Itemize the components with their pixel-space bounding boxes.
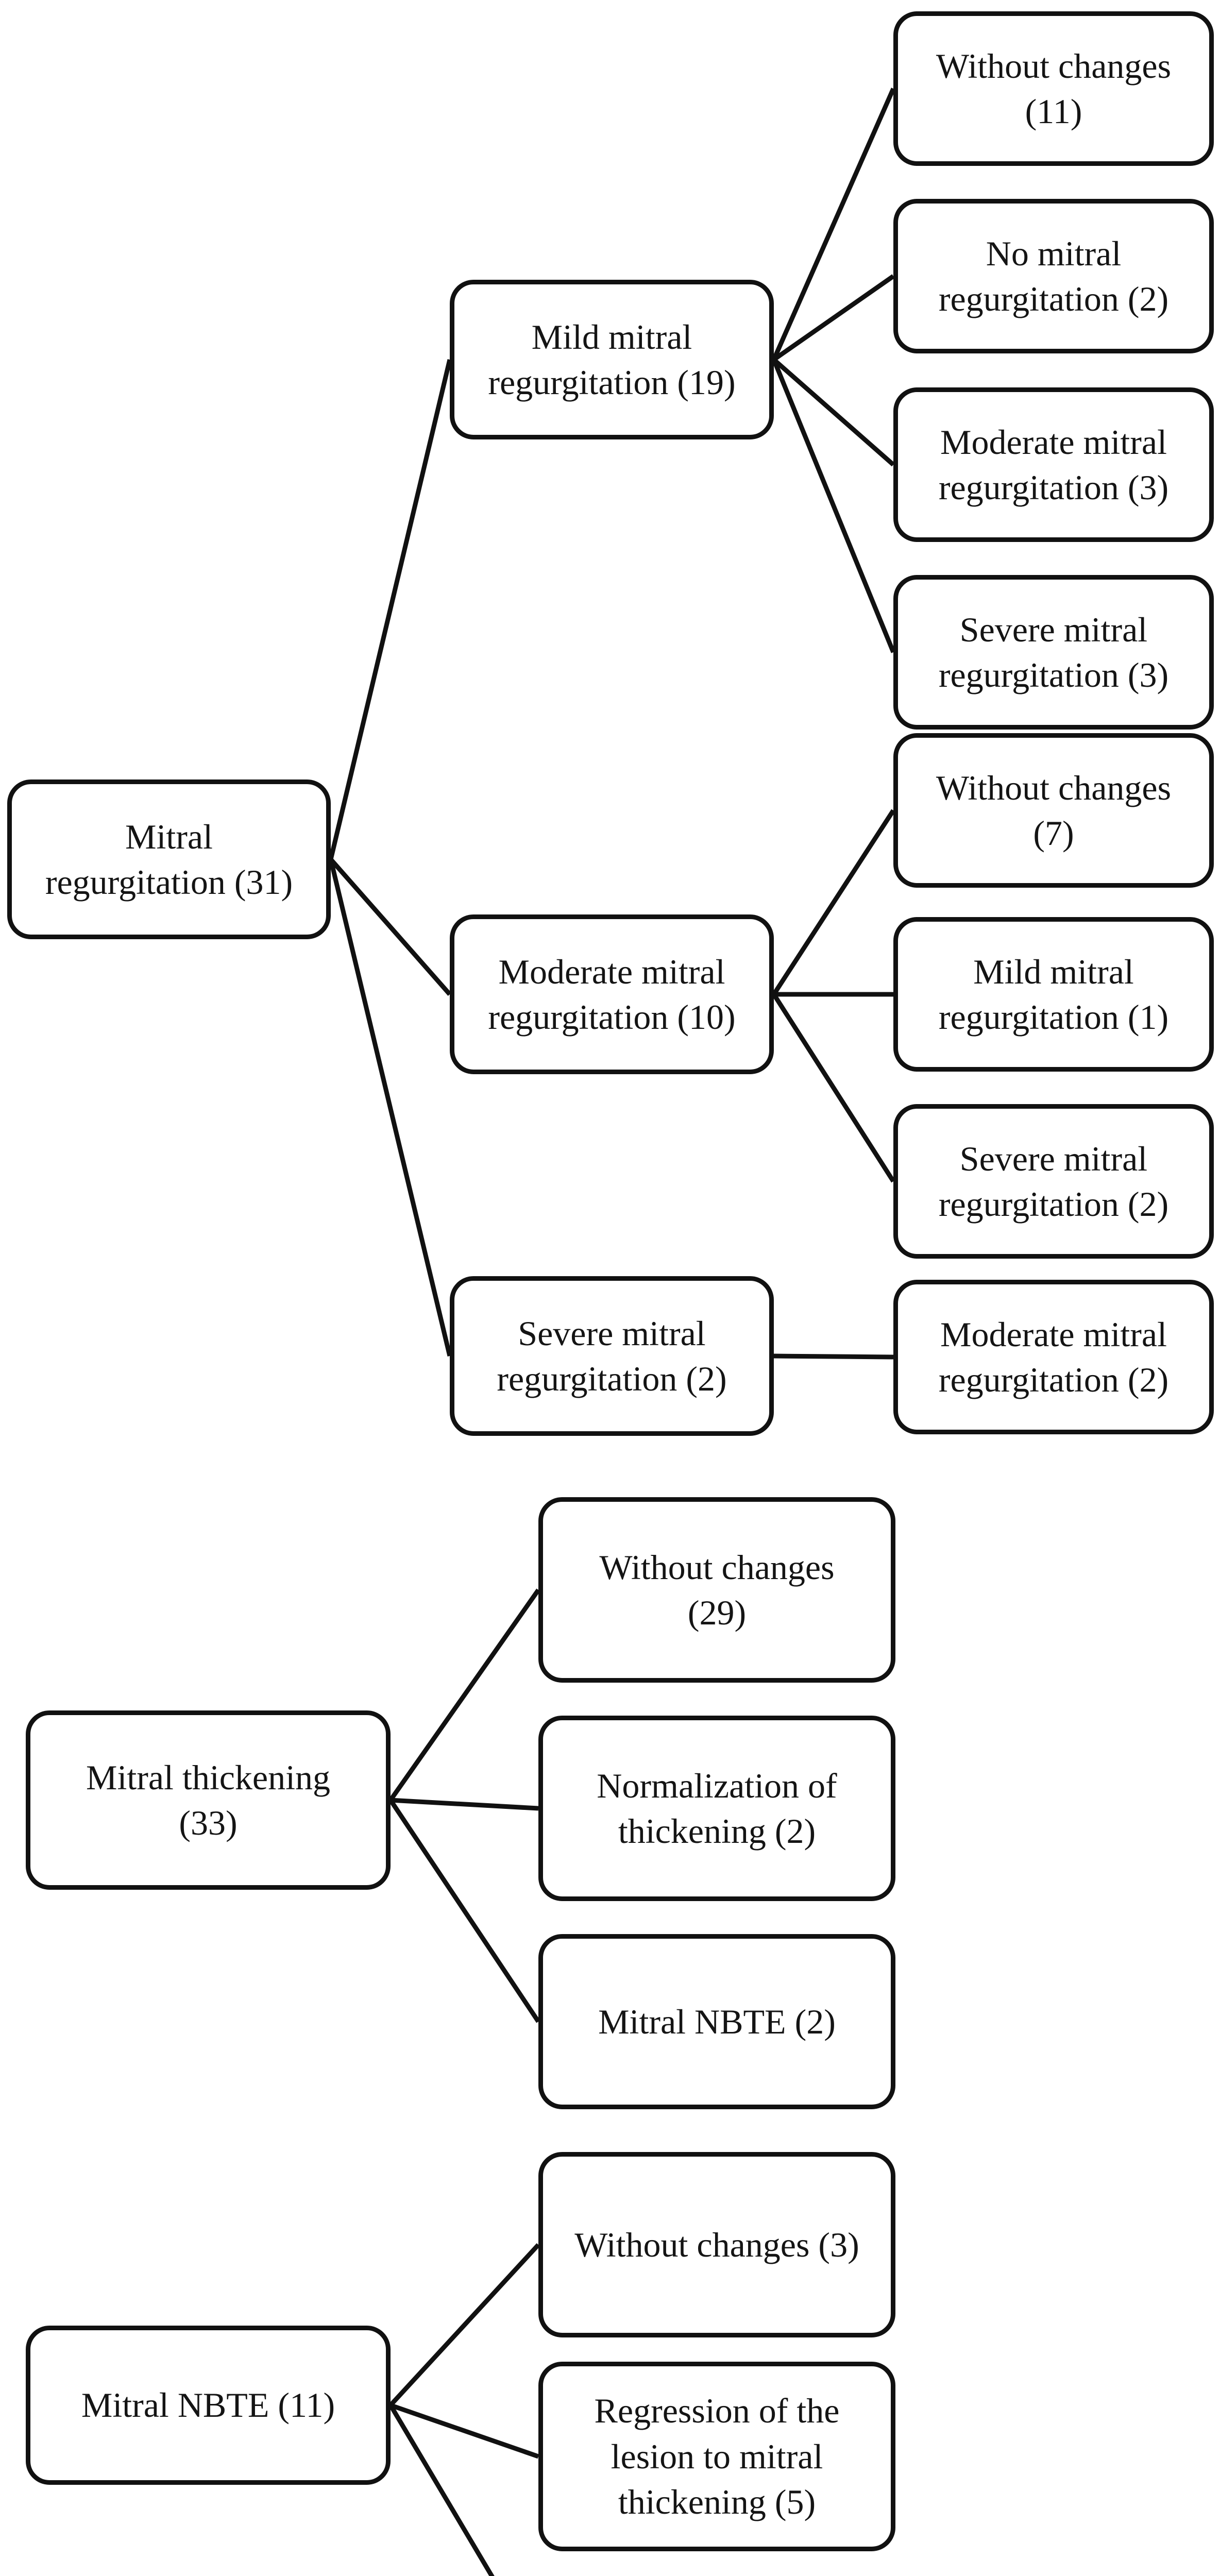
connector-line-mod10-to-r5 xyxy=(772,809,895,996)
node-label: Mitral thickening (33) xyxy=(86,1755,330,1846)
node-label: Moderate mitral regurgitation (2) xyxy=(939,1312,1168,1403)
node-label-line: regurgitation (2) xyxy=(497,1359,727,1398)
node-severe-mitral-regurgitation-2: Severe mitral regurgitation (2) xyxy=(450,1276,774,1436)
connector-line-mild19-to-r3 xyxy=(772,358,895,467)
connector-line-mild19-to-r4 xyxy=(771,359,896,653)
node-regression-of-the-lesion-to-mitral-thickening-5: Regression of the lesion to mitral thicken… xyxy=(538,2362,895,2551)
node-mitral-thickening-33: Mitral thickening (33) xyxy=(26,1710,391,1890)
node-without-changes-7: Without changes (7) xyxy=(893,733,1214,888)
node-label: Severe mitral regurgitation (2) xyxy=(497,1311,726,1402)
node-moderate-mitral-regurgitation-10: Moderate mitral regurgitation (10) xyxy=(450,914,774,1074)
node-label: Severe mitral regurgitation (2) xyxy=(939,1136,1168,1227)
connector-line-nbte11-to-e5 xyxy=(389,2403,539,2459)
node-moderate-mitral-regurgitation-2: Moderate mitral regurgitation (2) xyxy=(893,1280,1214,1434)
node-label: Without changes (11) xyxy=(936,43,1171,134)
connector-line-thick-to-c2 xyxy=(388,1799,540,2023)
node-without-changes-11: Without changes (11) xyxy=(893,11,1214,166)
node-label: No mitral regurgitation (2) xyxy=(939,231,1168,322)
node-label-line: Severe mitral xyxy=(959,1139,1148,1178)
node-label-line: Mild mitral xyxy=(531,317,692,357)
node-label-line: Regression of the xyxy=(594,2391,840,2431)
node-label: Without changes (3) xyxy=(574,2222,859,2267)
node-label: Severe mitral regurgitation (3) xyxy=(939,607,1168,698)
node-label-line: thickening (5) xyxy=(618,2482,816,2522)
connector-line-sev2-to-r8 xyxy=(773,1353,894,1360)
node-label-line: regurgitation (3) xyxy=(938,655,1169,694)
node-label-line: Mild mitral xyxy=(973,952,1134,991)
node-label-line: regurgitation (2) xyxy=(938,1360,1169,1399)
node-label-line: Severe mitral xyxy=(518,1313,706,1353)
node-label-line: regurgitation (31) xyxy=(45,862,293,902)
node-label-line: Moderate mitral xyxy=(940,1314,1167,1354)
node-label-line: Without changes xyxy=(936,768,1172,807)
node-mitral-regurgitation-31: Mitral regurgitation (31) xyxy=(7,779,331,939)
connector-line-thick-to-b2 xyxy=(390,1798,539,1811)
node-label: Without changes (29) xyxy=(599,1545,834,1636)
node-mitral-nbte-2: Mitral NBTE (2) xyxy=(538,1934,895,2109)
node-label: Mild mitral regurgitation (1) xyxy=(939,949,1168,1040)
node-label-line: regurgitation (2) xyxy=(938,279,1169,318)
connector-line-mr-to-sev2 xyxy=(328,858,452,1357)
node-label-line: Without changes (3) xyxy=(574,2225,859,2264)
node-label-line: regurgitation (10) xyxy=(488,997,736,1037)
node-no-mitral-regurgitation-2: No mitral regurgitation (2) xyxy=(893,199,1214,353)
node-label: Moderate mitral regurgitation (10) xyxy=(488,949,735,1040)
node-normalization-of-thickening-2: Normalization of thickening (2) xyxy=(538,1716,895,1901)
node-label-line: Normalization of xyxy=(597,1766,837,1805)
node-label: Mitral NBTE (11) xyxy=(81,2382,335,2428)
node-label-line: Mitral thickening xyxy=(86,1757,330,1797)
connector-line-nbte11-to-d3 xyxy=(388,2243,540,2407)
connector-line-mr-to-mild19 xyxy=(328,359,452,860)
node-label: Mitral regurgitation (31) xyxy=(45,814,293,905)
node-mild-mitral-regurgitation-1: Mild mitral regurgitation (1) xyxy=(893,917,1214,1072)
node-label: Mitral NBTE (2) xyxy=(598,1999,836,2044)
node-label-line: (7) xyxy=(1033,814,1074,853)
node-label-line: lesion to mitral xyxy=(611,2436,823,2476)
node-label-line: Mitral xyxy=(125,817,213,856)
node-label-line: Severe mitral xyxy=(959,609,1148,649)
node-severe-mitral-regurgitation-2: Severe mitral regurgitation (2) xyxy=(893,1104,1214,1259)
node-label-line: No mitral xyxy=(986,233,1122,273)
connector-line-nbte11-to-f3 xyxy=(388,2404,495,2576)
node-label-line: Without changes xyxy=(599,1547,835,1587)
node-label-line: regurgitation (19) xyxy=(488,363,736,402)
node-label: Moderate mitral regurgitation (3) xyxy=(939,419,1168,511)
node-label: Without changes (7) xyxy=(936,765,1171,856)
node-label-line: regurgitation (3) xyxy=(938,468,1169,507)
node-label-line: Without changes xyxy=(936,46,1172,86)
connector-line-mr-to-mod10 xyxy=(329,858,452,996)
connector-line-mild19-to-r2 xyxy=(772,274,895,362)
node-label-line: Mitral NBTE (2) xyxy=(598,2002,836,2041)
node-label: Normalization of thickening (2) xyxy=(597,1763,837,1854)
connector-line-mild19-to-r1 xyxy=(771,88,896,361)
node-label-line: thickening (2) xyxy=(618,1811,816,1851)
node-label-line: (11) xyxy=(1025,92,1082,131)
node-mitral-nbte-11: Mitral NBTE (11) xyxy=(26,2326,391,2485)
connector-line-mod10-to-r7 xyxy=(772,993,895,1183)
node-label-line: regurgitation (2) xyxy=(938,1184,1169,1224)
node-label-line: Moderate mitral xyxy=(940,422,1167,462)
node-label-line: Moderate mitral xyxy=(498,952,725,991)
node-label-line: Mitral NBTE (11) xyxy=(81,2385,335,2425)
node-label: Mild mitral regurgitation (19) xyxy=(488,314,735,405)
node-without-changes-29: Without changes (29) xyxy=(538,1497,895,1683)
node-severe-mitral-regurgitation-3: Severe mitral regurgitation (3) xyxy=(893,575,1214,730)
node-mild-mitral-regurgitation-19: Mild mitral regurgitation (19) xyxy=(450,280,774,439)
node-label-line: (29) xyxy=(687,1593,747,1632)
node-moderate-mitral-regurgitation-3: Moderate mitral regurgitation (3) xyxy=(893,387,1214,542)
node-label-line: regurgitation (1) xyxy=(938,997,1169,1037)
node-label-line: (33) xyxy=(179,1803,238,1842)
connector-line-thick-to-a29 xyxy=(388,1588,540,1802)
node-label: Regression of the lesion to mitral thicken… xyxy=(595,2388,840,2524)
node-without-changes-3: Without changes (3) xyxy=(538,2152,895,2337)
